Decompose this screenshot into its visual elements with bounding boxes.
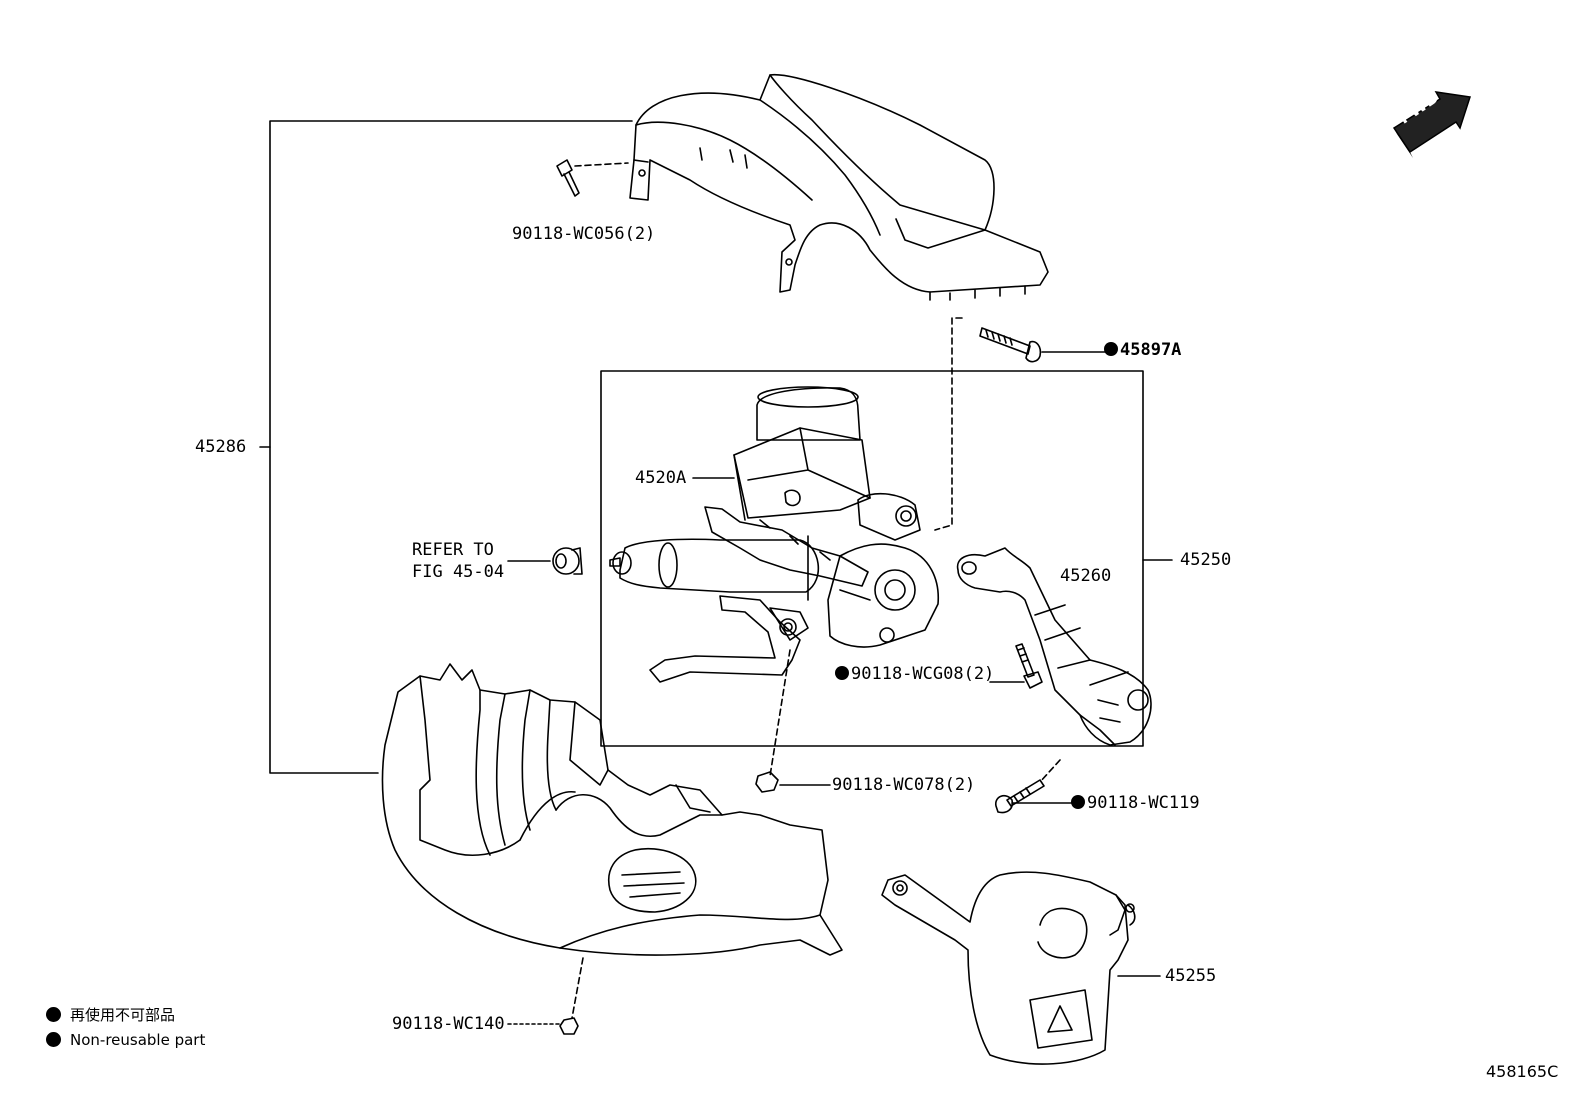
column-assembly-box [600, 370, 1144, 747]
label-90118-wc119-text: 90118-WC119 [1087, 793, 1200, 813]
steering-column [609, 386, 940, 683]
non-reusable-marker-icon [1071, 795, 1085, 809]
intermediate-shaft [956, 547, 1152, 746]
label-45897a-text: 45897A [1120, 340, 1182, 360]
bolt-wcg08 [989, 643, 1043, 689]
bolt-wc119 [995, 759, 1079, 814]
nut-wc078 [755, 649, 831, 793]
legend-english: Non-reusable part [46, 1028, 205, 1052]
lower-column-cover [381, 663, 843, 956]
non-reusable-marker-icon [1104, 342, 1118, 356]
label-refer-to: REFER TO [412, 540, 494, 560]
diagram-code: 458165C [1486, 1062, 1559, 1081]
non-reusable-marker-icon [835, 666, 849, 680]
label-90118-wcg08-text: 90118-WCG08(2) [851, 664, 995, 684]
label-45897a: 45897A [1104, 340, 1181, 360]
screw-wc140 [507, 957, 584, 1035]
label-45250: 45250 [1180, 550, 1232, 570]
label-4520a: 4520A [635, 468, 687, 488]
label-45260: 45260 [1060, 566, 1112, 586]
label-90118-wc078: 90118-WC078(2) [832, 775, 976, 795]
fwd-arrow-icon [1392, 91, 1471, 158]
legend-japanese-text: 再使用不可部品 [70, 1006, 176, 1024]
cover-group-bracket [259, 120, 633, 774]
grommet-part [507, 547, 583, 575]
label-45255: 45255 [1165, 966, 1217, 986]
label-45286: 45286 [195, 437, 247, 457]
label-fig-45-04: FIG 45-04 [412, 562, 505, 582]
label-90118-wc056: 90118-WC056(2) [512, 224, 656, 244]
screw-wc056 [556, 159, 629, 197]
legend-dot-icon [46, 1032, 61, 1047]
legend-dot-icon [46, 1007, 61, 1022]
upper-column-cover [629, 73, 1049, 301]
shaft-cover [881, 871, 1161, 1065]
legend-japanese: 再使用不可部品 [46, 1003, 175, 1027]
legend-english-text: Non-reusable part [70, 1031, 206, 1049]
label-90118-wc140: 90118-WC140 [392, 1014, 505, 1034]
bolt-45897a [934, 317, 1107, 531]
label-90118-wcg08: 90118-WCG08(2) [835, 664, 994, 684]
label-90118-wc119: 90118-WC119 [1071, 793, 1200, 813]
